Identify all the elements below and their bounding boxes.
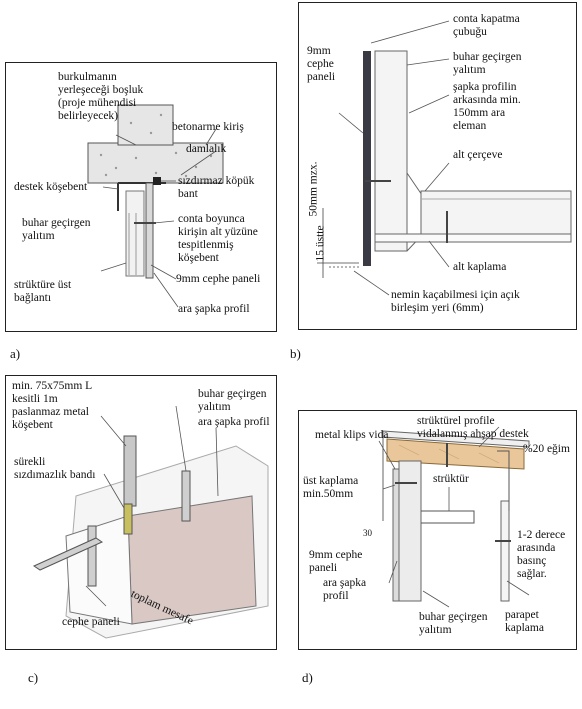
label-dim-30: 30	[363, 528, 372, 538]
label-panel-9mm: 9mm cephe paneli	[176, 273, 261, 285]
facade-panel	[392, 468, 400, 602]
label-top-connection: strüktüre üst bağlantı	[14, 279, 72, 304]
parapet-top	[497, 450, 510, 511]
foam-tape	[153, 177, 161, 185]
facade-panel-left	[65, 515, 133, 625]
caption-d: d)	[302, 670, 313, 685]
label-facade-panel: cephe paneli	[62, 616, 120, 628]
label-metal-clip: metal klips vida	[315, 429, 389, 441]
label-vapor-barrier: buhar geçirgen yalıtım	[419, 611, 488, 636]
panel-b-drawing	[317, 20, 572, 296]
label-vapor-barrier: buhar geçirgen yalıtım	[198, 388, 267, 413]
label-buckling-space: burkulmanın yerleşeceği boşluk (proje mü…	[58, 71, 144, 122]
caption-b: b)	[290, 346, 301, 361]
facade-panel	[363, 51, 371, 266]
label-slope: %20 eğim	[523, 443, 570, 455]
facade-panel	[145, 182, 154, 279]
panel-b: conta kapatma çubuğu buhar geçirgen yalı…	[298, 2, 577, 330]
bottom-frame	[420, 190, 572, 237]
label-pressure: 1-2 derece arasında basınç sağlar.	[517, 529, 566, 580]
label-timber-support: strüktürel profile vidalanmış ahşap dest…	[417, 415, 529, 440]
label-parapet: parapet kaplama	[505, 609, 544, 634]
caption-a: a)	[10, 346, 21, 361]
panel-d-drawing	[378, 426, 530, 608]
top-cladding	[382, 430, 530, 448]
label-hat-profile: ara şapka profil	[198, 416, 270, 428]
label-seal-angle: conta boyunca kirişin alt yüzüne tespitl…	[178, 213, 258, 264]
label-vapor-barrier: buhar geçirgen yalıtım	[22, 217, 91, 242]
label-bottom-cladding: alt kaplama	[453, 261, 507, 273]
label-panel-9mm: 9mm cephe paneli	[309, 549, 363, 574]
label-vapor-barrier: buhar geçirgen yalıtım	[453, 51, 522, 76]
vapor-layer	[125, 190, 145, 277]
panel-d: strüktürel profile vidalanmış ahşap dest…	[298, 410, 577, 650]
label-hat-behind: şapka profilin arkasında min. 150mm ara …	[453, 81, 521, 132]
panel-a: burkulmanın yerleşeceği boşluk (proje mü…	[5, 62, 277, 332]
stud	[374, 50, 408, 252]
label-support-angle: destek köşebent	[14, 181, 88, 193]
parapet-cladding	[500, 500, 510, 602]
beam-upper-block	[117, 104, 174, 146]
structure-bracket	[421, 510, 475, 524]
panel-c-drawing	[32, 405, 269, 639]
label-hat-profile: ara şapka profil	[323, 577, 367, 602]
rail	[32, 537, 104, 571]
label-panel-9mm: 9mm cephe paneli	[307, 45, 336, 83]
label-structure: strüktür	[433, 473, 469, 485]
label-hat-profile: ara şapka profil	[178, 303, 250, 315]
panel-c: min. 75x75mm L kesitli 1m paslanmaz meta…	[5, 375, 277, 650]
hat-profile-2	[87, 525, 97, 587]
bottom-cladding	[374, 233, 572, 243]
label-open-joint: nemin kaçabilmesi için açık birleşim yer…	[391, 289, 520, 314]
label-seal-tape: sürekli sızdımazlık bandı	[14, 456, 96, 481]
label-dim-15: 15 üstte	[314, 225, 327, 262]
concrete-beam	[87, 142, 224, 184]
label-concrete-beam: betonarme kiriş	[172, 121, 244, 133]
label-top-cladding: üst kaplama min.50mm	[303, 475, 359, 500]
panel-a-drawing	[87, 104, 224, 308]
label-foam-tape: sızdırmaz köpük bant	[178, 175, 255, 200]
seal-tape	[123, 503, 133, 535]
l-angle	[123, 435, 137, 507]
label-drip: damlalık	[186, 143, 227, 155]
label-l-angle: min. 75x75mm L kesitli 1m paslanmaz meta…	[12, 380, 93, 431]
label-bottom-frame: alt çerçeve	[453, 149, 503, 161]
hat-profile	[181, 470, 191, 522]
caption-c: c)	[28, 670, 39, 685]
label-seal-rod: conta kapatma çubuğu	[453, 13, 520, 38]
